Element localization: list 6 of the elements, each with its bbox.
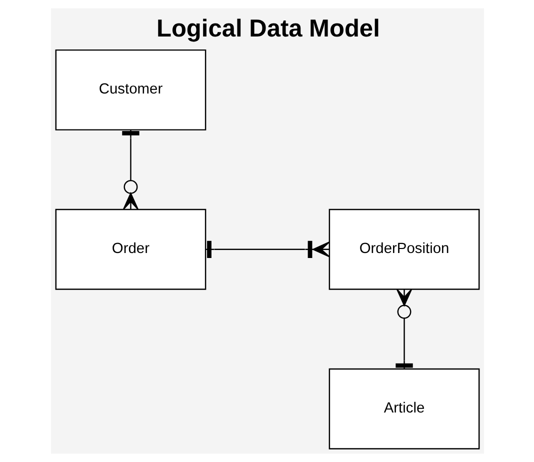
connector	[122, 130, 139, 210]
node-box: OrderPosition	[328, 208, 480, 290]
diagram-title: Logical Data Model	[156, 16, 380, 43]
node-box: Article	[328, 368, 480, 450]
node-box: Order	[54, 208, 206, 290]
node-box: Customer	[54, 49, 206, 130]
